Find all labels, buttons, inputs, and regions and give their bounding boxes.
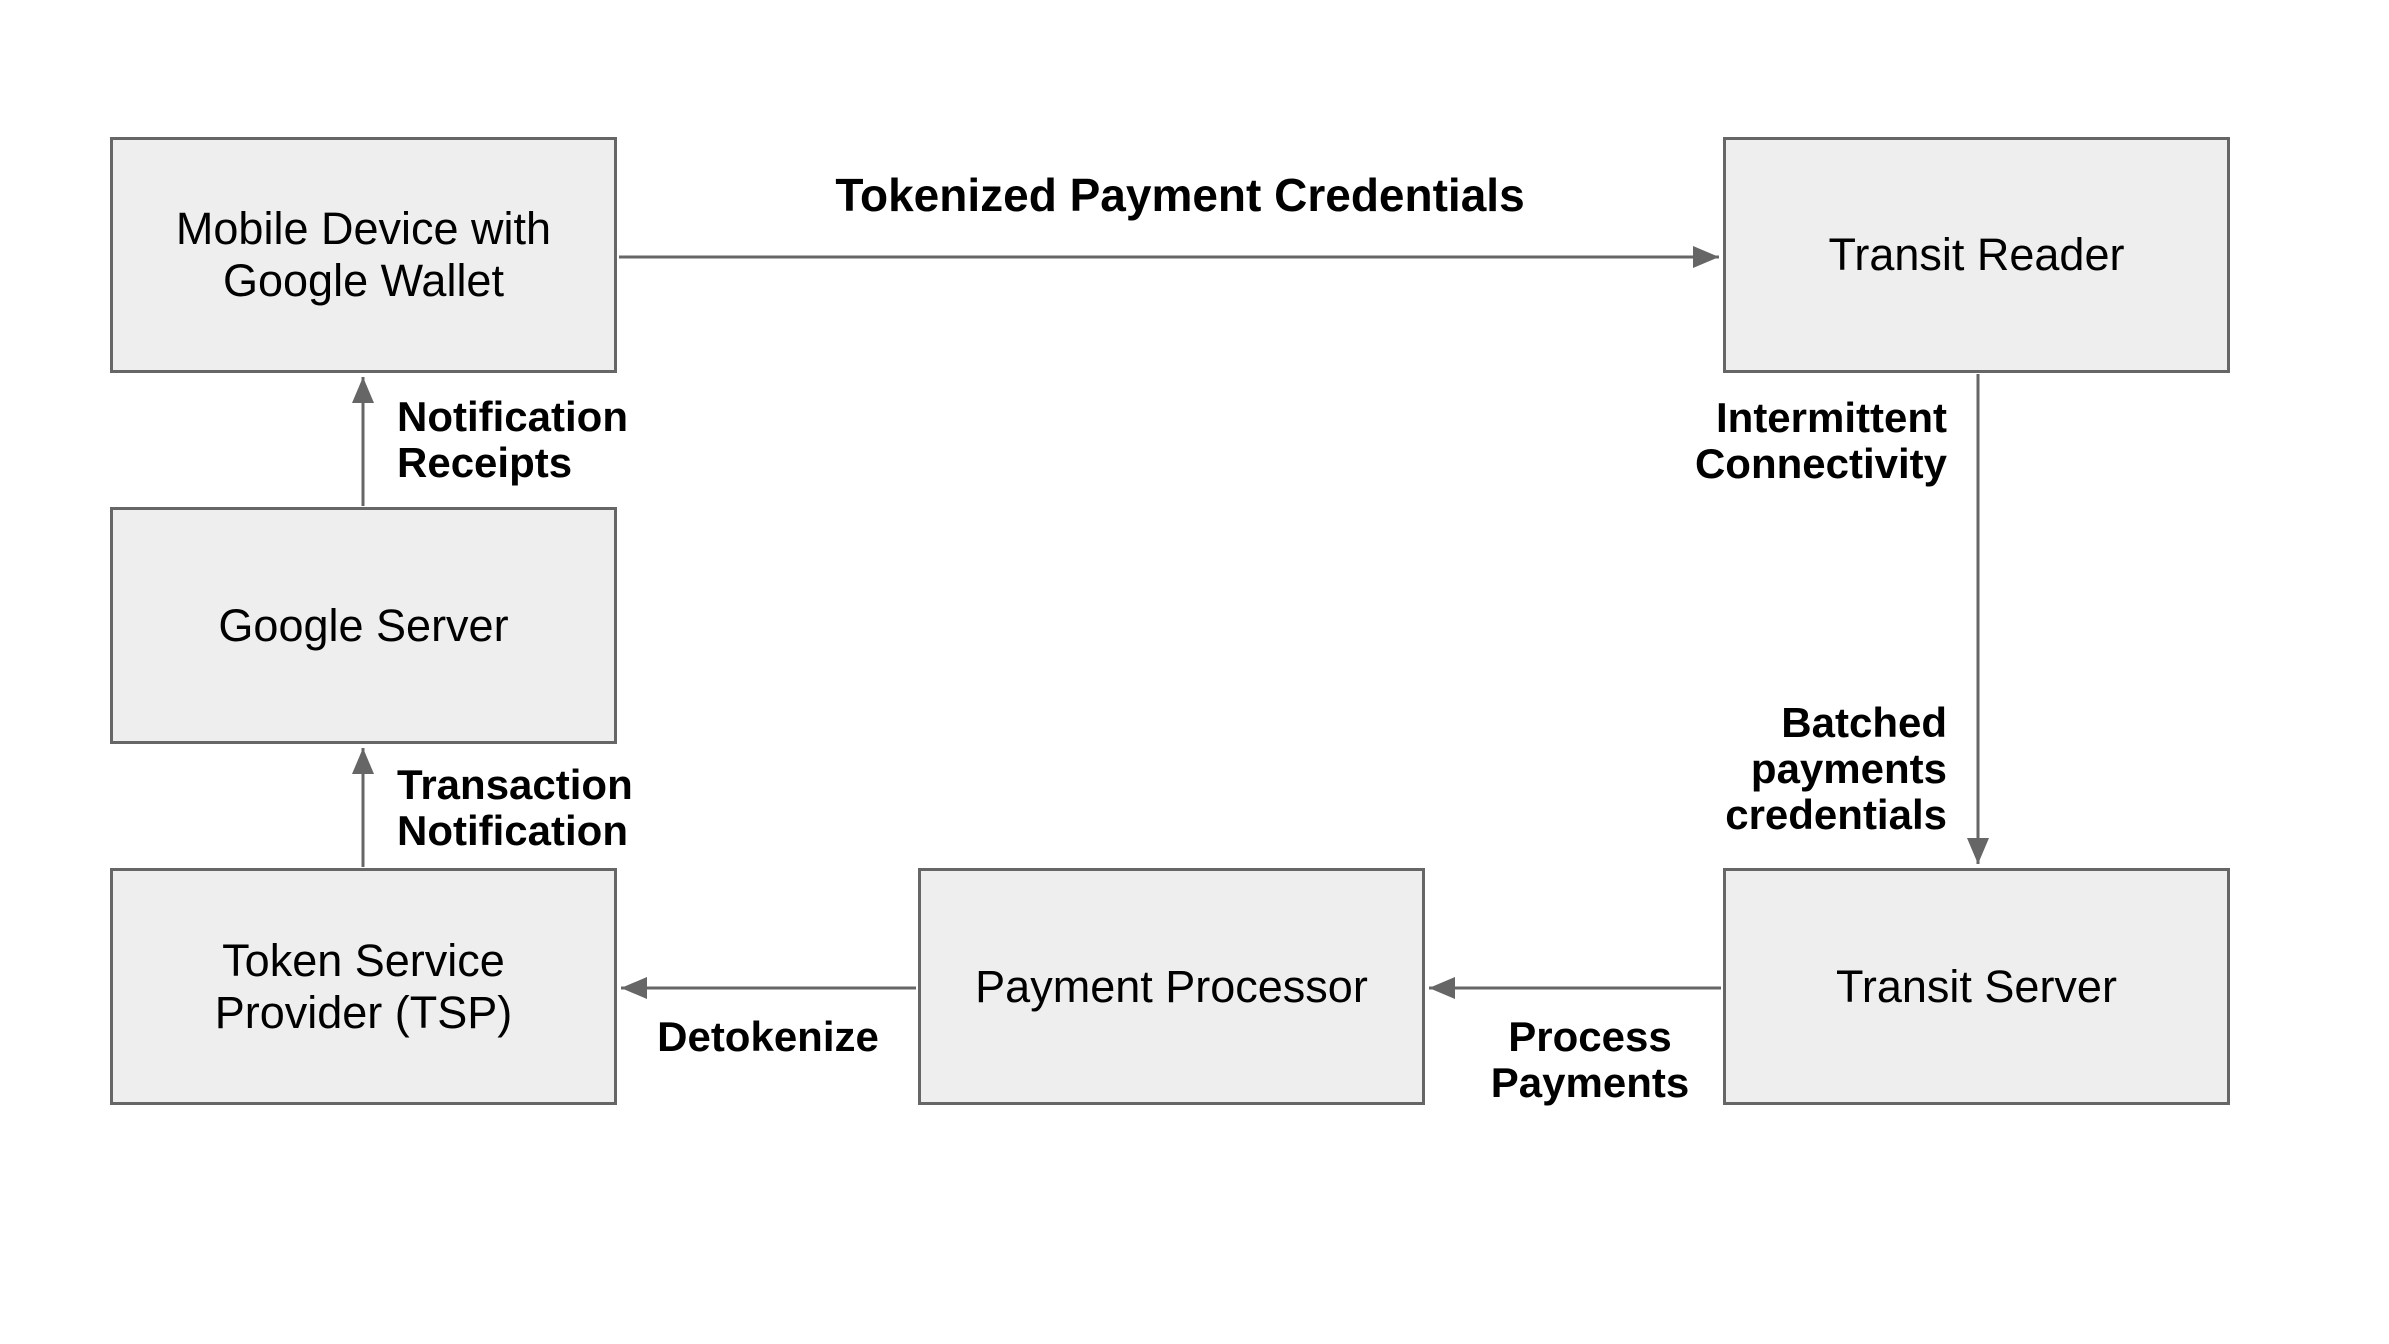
node-token-service-provider-label: Token Service Provider (TSP) bbox=[214, 934, 513, 1038]
edge-label-batched-payments-credentials: Batched payments credentials bbox=[1725, 699, 1947, 838]
node-payment-processor: Payment Processor bbox=[918, 868, 1425, 1105]
node-transit-reader-label: Transit Reader bbox=[1828, 229, 2125, 280]
edge-label-transaction-notification: Transaction Notification bbox=[397, 761, 633, 854]
node-mobile-device: Mobile Device with Google Wallet bbox=[110, 137, 617, 373]
node-google-server-label: Google Server bbox=[218, 599, 509, 651]
node-transit-reader: Transit Reader bbox=[1723, 137, 2230, 373]
edge-label-notification-receipts: Notification Receipts bbox=[397, 393, 628, 486]
node-token-service-provider: Token Service Provider (TSP) bbox=[110, 868, 617, 1105]
node-transit-server-label: Transit Server bbox=[1836, 960, 2117, 1012]
edge-label-tokenized-payment-credentials: Tokenized Payment Credentials bbox=[835, 169, 1525, 221]
edge-label-intermittent-connectivity: Intermittent Connectivity bbox=[1694, 394, 1947, 487]
node-transit-server: Transit Server bbox=[1723, 868, 2230, 1105]
node-mobile-device-label: Mobile Device with Google Wallet bbox=[175, 203, 552, 306]
node-payment-processor-label: Payment Processor bbox=[975, 960, 1368, 1012]
edge-label-detokenize: Detokenize bbox=[657, 1013, 879, 1060]
edge-label-process-payments: Process Payments bbox=[1490, 1013, 1690, 1106]
node-google-server: Google Server bbox=[110, 507, 617, 744]
